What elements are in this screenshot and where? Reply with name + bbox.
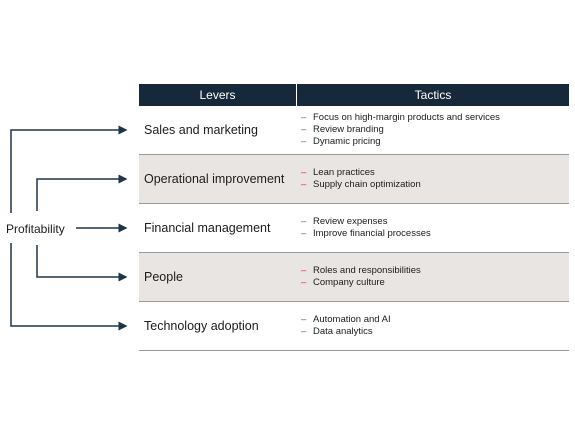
arrow-to-technology-adoption bbox=[10, 243, 128, 331]
lever-technology-adoption: Technology adoption bbox=[144, 319, 259, 333]
lever-sales-and-marketing: Sales and marketing bbox=[144, 123, 258, 137]
dash-bullet-icon: – bbox=[301, 112, 307, 123]
dash-bullet-icon: – bbox=[301, 228, 307, 239]
tactics-list: –Review expenses –Improve financial proc… bbox=[297, 216, 569, 240]
tactics-list: –Automation and AI –Data analytics bbox=[297, 314, 569, 338]
lever-people: People bbox=[144, 270, 183, 284]
tactic-item: –Company culture bbox=[301, 277, 569, 289]
tactic-item: –Data analytics bbox=[301, 326, 569, 338]
table-row: Sales and marketing –Focus on high-margi… bbox=[139, 106, 569, 155]
arrow-to-people bbox=[36, 245, 128, 282]
tactic-item: –Review branding bbox=[301, 124, 569, 136]
arrow-to-sales-and-marketing bbox=[10, 125, 128, 213]
table-row: Financial management –Review expenses –I… bbox=[139, 204, 569, 253]
tactic-text: Dynamic pricing bbox=[313, 136, 381, 147]
tactic-item: –Automation and AI bbox=[301, 314, 569, 326]
tactic-text: Review branding bbox=[313, 124, 384, 135]
tactic-item: –Supply chain optimization bbox=[301, 179, 569, 191]
table-row: Technology adoption –Automation and AI –… bbox=[139, 302, 569, 351]
root-label-profitability: Profitability bbox=[6, 222, 65, 236]
dash-bullet-icon: – bbox=[301, 216, 307, 227]
tactic-text: Supply chain optimization bbox=[313, 179, 421, 190]
dash-bullet-icon: – bbox=[301, 326, 307, 337]
tactic-item: –Review expenses bbox=[301, 216, 569, 228]
tactic-item: –Lean practices bbox=[301, 167, 569, 179]
tactic-text: Review expenses bbox=[313, 216, 388, 227]
tactics-list: –Lean practices –Supply chain optimizati… bbox=[297, 167, 569, 191]
dash-bullet-icon: – bbox=[301, 167, 307, 178]
table-row: Operational improvement –Lean practices … bbox=[139, 155, 569, 204]
tactic-text: Focus on high-margin products and servic… bbox=[313, 112, 500, 123]
tactics-list: –Roles and responsibilities –Company cul… bbox=[297, 265, 569, 289]
levers-tactics-table: Levers Tactics Sales and marketing –Focu… bbox=[139, 84, 569, 351]
tactic-text: Improve financial processes bbox=[313, 228, 431, 239]
dash-bullet-icon: – bbox=[301, 277, 307, 288]
lever-operational-improvement: Operational improvement bbox=[144, 172, 285, 186]
tactic-text: Data analytics bbox=[313, 326, 373, 337]
tactic-item: –Improve financial processes bbox=[301, 228, 569, 240]
lever-financial-management: Financial management bbox=[144, 221, 271, 235]
table-row: People –Roles and responsibilities –Comp… bbox=[139, 253, 569, 302]
tactic-text: Automation and AI bbox=[313, 314, 391, 325]
dash-bullet-icon: – bbox=[301, 124, 307, 135]
header-levers: Levers bbox=[139, 84, 297, 106]
tactic-text: Company culture bbox=[313, 277, 385, 288]
dash-bullet-icon: – bbox=[301, 179, 307, 190]
tactic-item: –Roles and responsibilities bbox=[301, 265, 569, 277]
header-tactics: Tactics bbox=[414, 88, 452, 102]
tactic-text: Roles and responsibilities bbox=[313, 265, 421, 276]
dash-bullet-icon: – bbox=[301, 265, 307, 276]
dash-bullet-icon: – bbox=[301, 136, 307, 147]
dash-bullet-icon: – bbox=[301, 314, 307, 325]
tactic-item: –Dynamic pricing bbox=[301, 136, 569, 148]
arrow-to-operational-improvement bbox=[36, 174, 128, 211]
tactics-list: –Focus on high-margin products and servi… bbox=[297, 112, 569, 148]
table-header: Levers Tactics bbox=[139, 84, 569, 106]
tactic-text: Lean practices bbox=[313, 167, 375, 178]
tactic-item: –Focus on high-margin products and servi… bbox=[301, 112, 569, 124]
